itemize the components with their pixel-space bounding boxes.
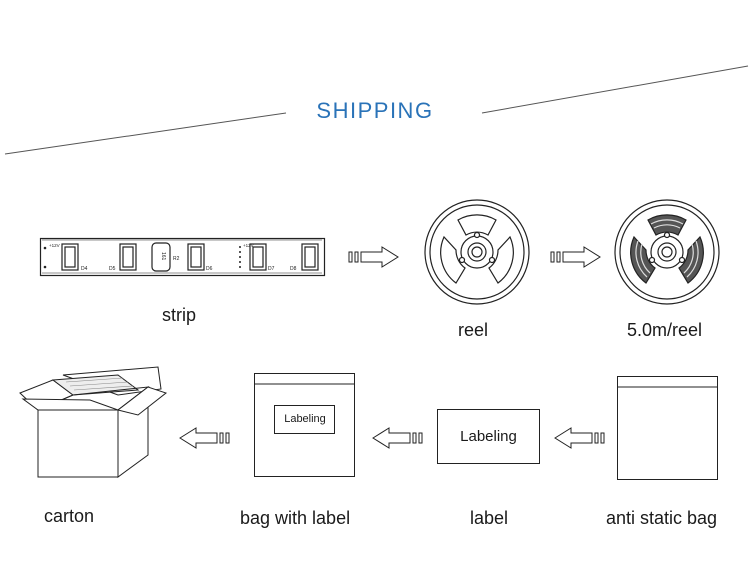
label-box (437, 409, 540, 464)
arrow-left-icon (179, 427, 230, 449)
reel-full-icon (614, 199, 720, 305)
strip-d5: D5 (109, 266, 116, 272)
caption-label: label (470, 508, 509, 528)
arrow-left-icon (554, 427, 605, 449)
bag-label-text: Labeling (284, 413, 326, 425)
label-box-text: Labeling (460, 428, 517, 445)
strip-d8: D8 (290, 266, 297, 272)
title-line-right (481, 65, 749, 114)
reel-icon (424, 199, 530, 305)
caption-carton: carton (44, 506, 95, 526)
strip-d6: D6 (206, 266, 213, 272)
arrow-left-icon (372, 427, 423, 449)
page-title: SHIPPING (316, 98, 434, 123)
bag-icon (617, 376, 718, 480)
caption-reel: reel (458, 320, 489, 340)
strip-resistor: 161 (160, 252, 166, 261)
caption-strip: strip (162, 305, 197, 325)
title-line-left (4, 112, 287, 155)
bag-with-label-icon (254, 373, 355, 477)
strip-v12-right: +12V (243, 243, 254, 248)
carton-icon (19, 366, 168, 478)
led-strip-icon: +12V +12V D4 D5 D6 D7 D8 R2 161 (39, 237, 326, 277)
caption-anti-static-bag: anti static bag (606, 508, 718, 528)
strip-d7: D7 (268, 266, 275, 272)
strip-r2: R2 (173, 256, 180, 262)
caption-reel-full: 5.0m/reel (627, 320, 703, 340)
strip-v12-left: +12V (49, 243, 60, 248)
arrow-right-icon (550, 246, 601, 268)
strip-d4: D4 (81, 266, 88, 272)
arrow-right-icon (348, 246, 399, 268)
caption-bag-with-label: bag with label (240, 508, 351, 528)
